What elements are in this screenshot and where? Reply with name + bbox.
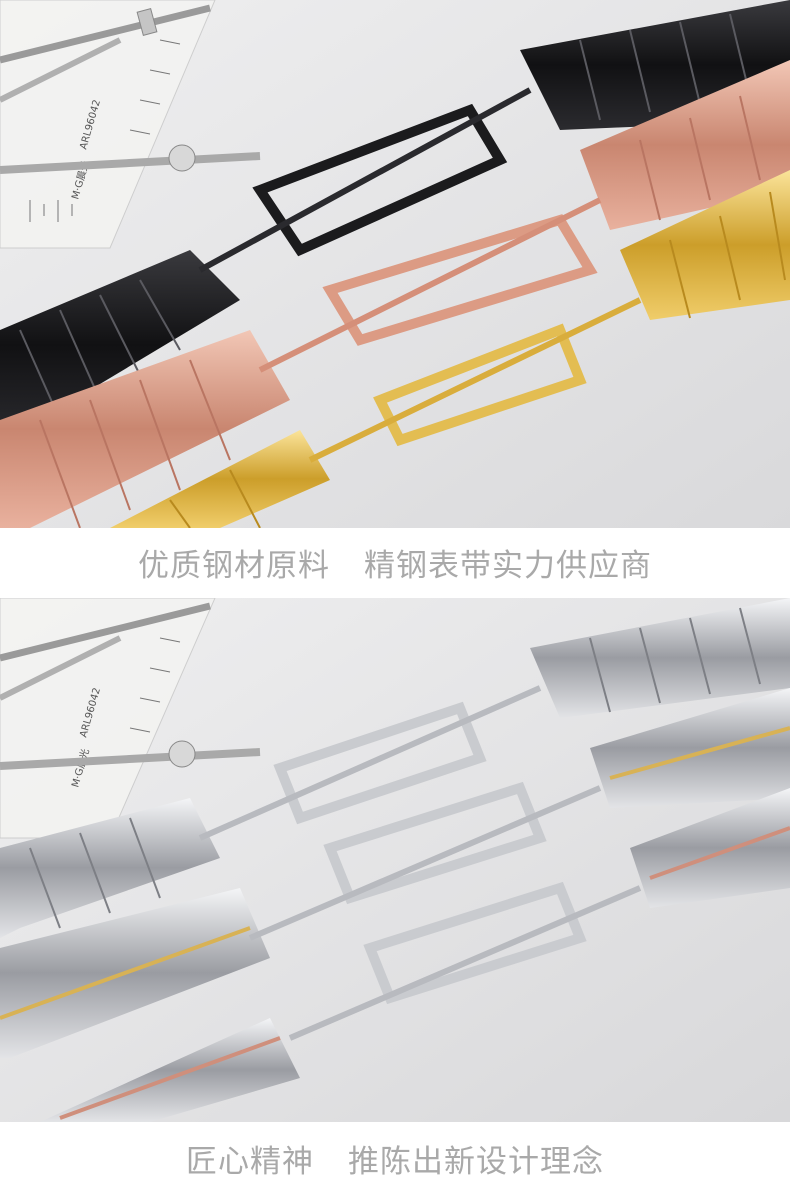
- product-photo-top: ARL96042 M·G晨光: [0, 0, 790, 528]
- rose-gold-band: [0, 60, 790, 528]
- silver-rose-band: [40, 788, 790, 1122]
- caption-top-left: 优质钢材原料: [138, 548, 330, 584]
- silver-clasp-1: [273, 701, 487, 825]
- silver-clasp-3: [363, 881, 587, 1005]
- caption-bottom-left: 匠心精神: [186, 1144, 314, 1180]
- caption-bottom: 匠心精神推陈出新设计理念: [0, 1140, 790, 1184]
- silver-gold-band: [0, 688, 790, 1058]
- gold-clasp: [373, 323, 587, 447]
- compass-icon: [0, 4, 261, 174]
- silver-band: [0, 598, 790, 938]
- watch-bands-photo-colored: ARL96042 M·G晨光: [0, 0, 790, 528]
- product-photo-bottom: ARL96042 M·G晨光: [0, 598, 790, 1122]
- ruler-icon: ARL96042 M·G晨光: [0, 0, 216, 249]
- compass-icon: [0, 602, 261, 770]
- caption-bottom-right: 推陈出新设计理念: [348, 1144, 604, 1180]
- watch-bands-photo-two-tone: ARL96042 M·G晨光: [0, 598, 790, 1122]
- gold-band: [110, 170, 790, 528]
- caption-top: 优质钢材原料精钢表带实力供应商: [0, 544, 790, 588]
- silver-clasp-2: [323, 781, 547, 905]
- black-clasp: [252, 103, 508, 257]
- caption-top-right: 精钢表带实力供应商: [364, 548, 652, 584]
